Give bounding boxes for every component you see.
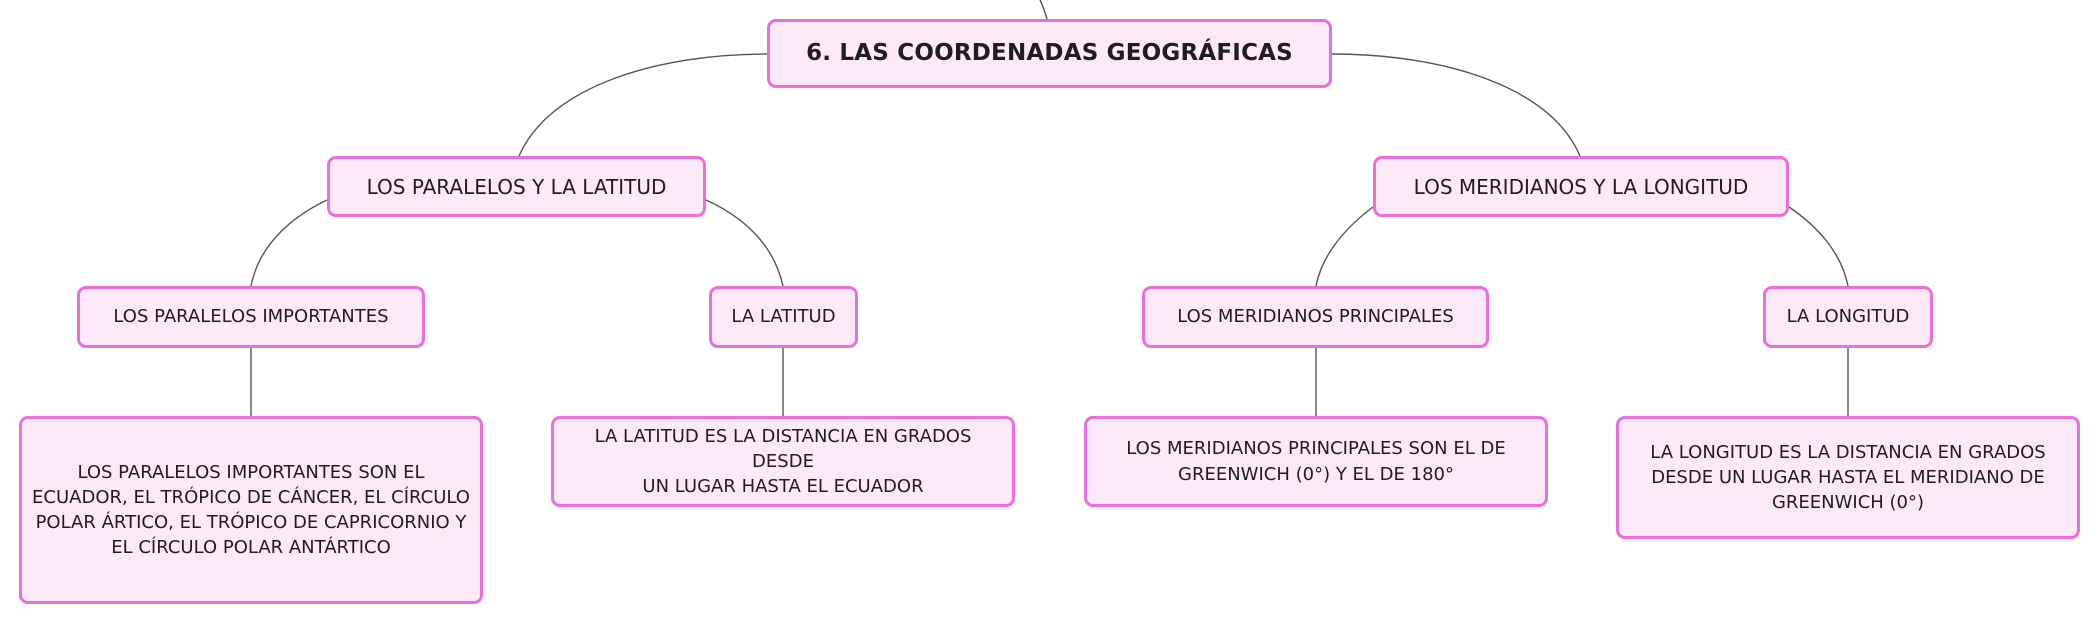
detail-line: UN LUGAR HASTA EL ECUADOR — [642, 476, 924, 498]
detail-line: LA LONGITUD ES LA DISTANCIA EN GRADOS — [1650, 441, 2046, 463]
connector-meridianos-to-principales — [1315, 206, 1374, 287]
detail-line: EL CÍRCULO POLAR ANTÁRTICO — [111, 537, 391, 559]
detail-line: ECUADOR, EL TRÓPICO DE CÁNCER, EL CÍRCUL… — [32, 486, 470, 508]
subtopic-paralelos-importantes[interactable]: LOS PARALELOS IMPORTANTES — [77, 286, 425, 348]
subtopic-label: LOS PARALELOS IMPORTANTES — [113, 306, 389, 328]
detail-meridianos-principales[interactable]: LOS MERIDIANOS PRINCIPALES SON EL DE GRE… — [1084, 416, 1548, 507]
detail-line: LOS MERIDIANOS PRINCIPALES SON EL DE — [1126, 438, 1506, 460]
detail-latitud[interactable]: LA LATITUD ES LA DISTANCIA EN GRADOS DES… — [551, 416, 1015, 507]
detail-text: LOS MERIDIANOS PRINCIPALES SON EL DE GRE… — [1126, 436, 1505, 486]
connector-meridianos-to-longitud — [1788, 206, 1849, 287]
connector-parent-to-root — [1039, 0, 1048, 20]
detail-text: LA LATITUD ES LA DISTANCIA EN GRADOS DES… — [562, 424, 1004, 500]
detail-paralelos-importantes[interactable]: LOS PARALELOS IMPORTANTES SON EL ECUADOR… — [19, 416, 483, 604]
detail-line: POLAR ÁRTICO, EL TRÓPICO DE CAPRICORNIO … — [35, 512, 467, 533]
root-topic-label: 6. LAS COORDENADAS GEOGRÁFICAS — [806, 40, 1293, 67]
connector-root-to-paralelos — [518, 53, 768, 157]
subtopic-latitud[interactable]: LA LATITUD — [709, 286, 858, 348]
connector-root-to-meridianos — [1331, 53, 1581, 157]
detail-text: LOS PARALELOS IMPORTANTES SON EL ECUADOR… — [32, 460, 470, 561]
subtopic-longitud[interactable]: LA LONGITUD — [1763, 286, 1933, 348]
topic-label: LOS PARALELOS Y LA LATITUD — [366, 174, 667, 199]
root-topic[interactable]: 6. LAS COORDENADAS GEOGRÁFICAS — [767, 19, 1332, 88]
detail-line: GREENWICH (0°) — [1771, 492, 1925, 514]
topic-paralelos-latitud[interactable]: LOS PARALELOS Y LA LATITUD — [327, 156, 706, 217]
detail-line: DESDE UN LUGAR HASTA EL MERIDIANO DE — [1651, 466, 2045, 488]
connector-paralelos-to-latitud — [705, 199, 784, 287]
connector-paralelos-to-importantes — [250, 199, 328, 287]
subtopic-label: LA LATITUD — [731, 306, 836, 328]
subtopic-meridianos-principales[interactable]: LOS MERIDIANOS PRINCIPALES — [1142, 286, 1489, 348]
topic-label: LOS MERIDIANOS Y LA LONGITUD — [1413, 174, 1749, 199]
detail-text: LA LONGITUD ES LA DISTANCIA EN GRADOS DE… — [1650, 440, 2045, 516]
topic-meridianos-longitud[interactable]: LOS MERIDIANOS Y LA LONGITUD — [1373, 156, 1789, 217]
subtopic-label: LOS MERIDIANOS PRINCIPALES — [1177, 306, 1454, 328]
detail-line: GREENWICH (0°) Y EL DE 180° — [1178, 463, 1454, 485]
detail-line: LA LATITUD ES LA DISTANCIA EN GRADOS DES… — [594, 425, 972, 472]
detail-line: LOS PARALELOS IMPORTANTES SON EL — [77, 461, 425, 483]
detail-longitud[interactable]: LA LONGITUD ES LA DISTANCIA EN GRADOS DE… — [1616, 416, 2080, 539]
subtopic-label: LA LONGITUD — [1786, 306, 1910, 328]
